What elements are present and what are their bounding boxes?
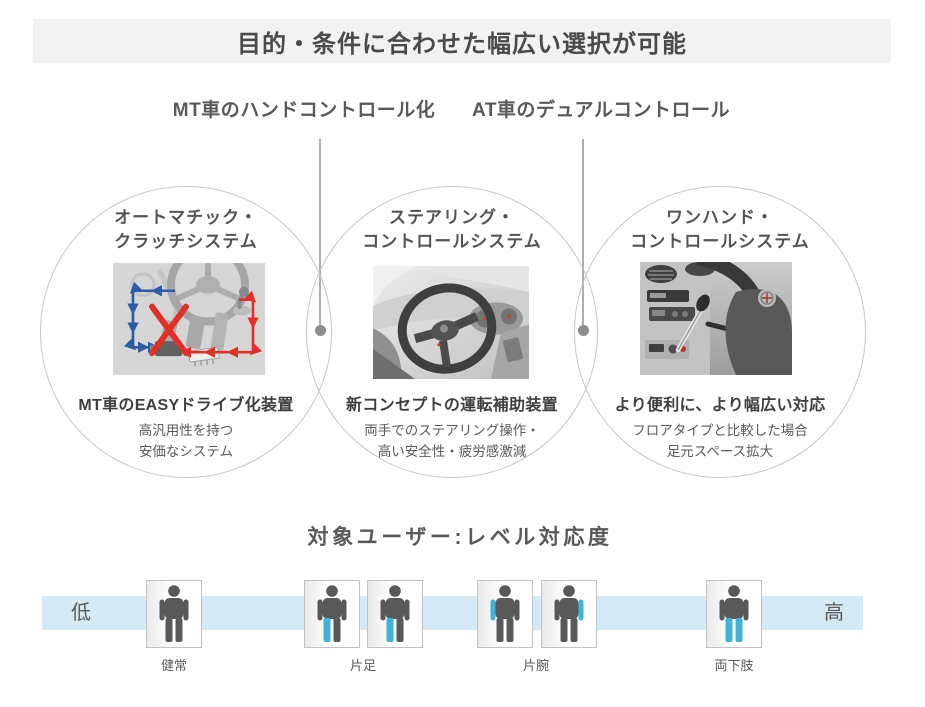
title-banner: 目的・条件に合わせた幅広い選択が可能 [33,19,891,63]
system-caption-3: より便利に、より幅広い対応 [614,397,826,414]
page-title: 目的・条件に合わせた幅広い選択が可能 [237,30,687,58]
user-label-one-leg: 片足 [349,658,376,673]
group-header-at: AT車のデュアルコントロール [472,100,730,121]
system-subtext-1: 高汎用性を持つ 安価なシステム [138,423,234,459]
system-title-2: ステアリング・ コントロールシステム [362,208,542,251]
user-box-one-arm-a [477,580,533,648]
person-icon [159,585,189,642]
scale-title: 対象ユーザー:レベル対応度 [307,526,613,549]
user-label-healthy: 健常 [160,658,187,673]
user-box-one-leg-b [367,580,423,648]
user-label-both-lower-limbs: 両下肢 [714,658,754,673]
person-icon [490,585,520,642]
steering-control-photo [373,266,529,379]
one-hand-control-photo [640,262,792,375]
group-header-mt: MT車のハンドコントロール化 [172,100,436,121]
user-box-one-leg-a [304,580,360,648]
system-caption-2: 新コンセプトの運転補助装置 [346,397,558,414]
system-title-3: ワンハンド・ コントロールシステム [630,208,810,251]
scale-high-label: 高 [824,602,844,624]
clutch-system-diagram [113,263,265,375]
user-label-one-arm: 片腕 [522,658,549,673]
system-subtext-3: フロアタイプと比較した場合 足元スペース拡大 [632,423,808,459]
connector-line-right [582,139,584,330]
system-subtext-2: 両手でのステアリング操作・ 高い安全性・疲労感激減 [364,423,540,459]
system-caption-1: MT車のEASYドライブ化装置 [78,397,294,414]
system-title-1: オートマチック・ クラッチシステム [114,208,258,251]
person-icon [317,585,347,642]
person-icon [719,585,749,642]
person-icon [554,585,584,642]
scale-low-label: 低 [71,602,91,624]
user-box-both-lower-limbs [706,580,762,648]
connector-line-left [319,139,321,330]
user-box-one-arm-b [541,580,597,648]
system-circle-one-hand-control [574,186,866,478]
person-icon [380,585,410,642]
user-box-healthy [146,580,202,648]
